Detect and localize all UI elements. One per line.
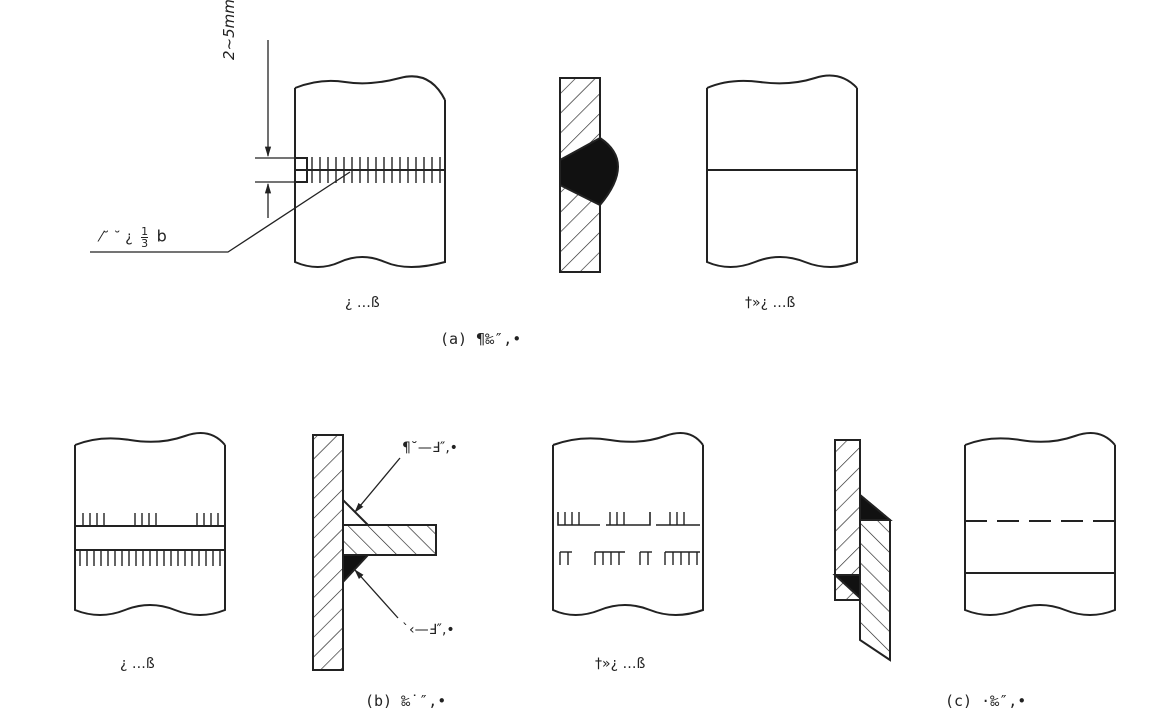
panel-a-dimension [90, 40, 351, 253]
panel-c-section [832, 439, 893, 662]
panel-c-caption: (c) ·‰″‚• [945, 692, 1027, 710]
panel-a-section [559, 77, 619, 273]
note-prefix: ⁄˘ ˘ ¿ [100, 229, 133, 246]
panel-a-caption: (a) ¶‰″‚• [440, 330, 522, 348]
note-suffix: b [156, 226, 167, 246]
fraction-note: ⁄˘ ˘ ¿ 1 3 b [100, 226, 167, 249]
fraction-numerator: 1 [141, 225, 149, 238]
panel-a-right-label: †»¿ …ß [745, 295, 796, 311]
panel-b-section [312, 434, 437, 671]
panel-b-caption: (b) ‰˙″‚• [365, 692, 447, 710]
fraction-denominator: 3 [141, 237, 149, 250]
panel-b-right-label: †»¿ …ß [595, 656, 646, 672]
panel-b-plate-after [552, 432, 704, 616]
panel-c-plate-after [964, 432, 1116, 616]
panel-b-left-label: ¿ …ß [120, 656, 155, 672]
dimension-label: 2~5mm [220, 0, 238, 60]
panel-a-plate-top-view [294, 75, 446, 268]
panel-a-plate-after [706, 74, 858, 268]
panel-a-left-label: ¿ …ß [345, 295, 380, 311]
panel-b-arrow-top-label: ¶˘—Ⅎ″‚• [402, 440, 458, 456]
panel-b-plate-top-view [74, 432, 226, 616]
panel-b-arrow-bottom-label: ˋ‹—Ⅎ″‚• [402, 622, 455, 638]
